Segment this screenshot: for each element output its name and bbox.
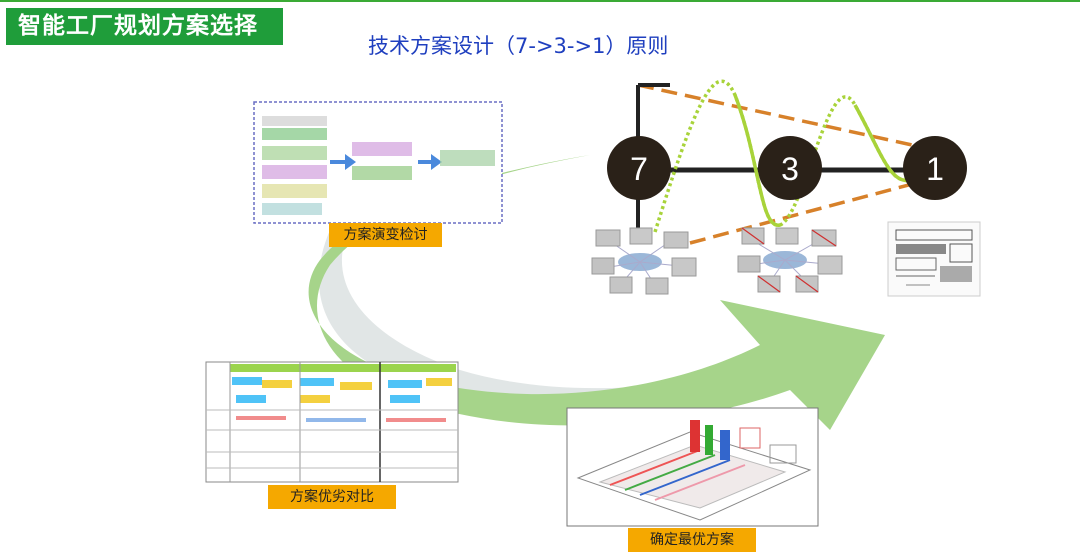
principle-subtitle: 技术方案设计（7->3->1）原则 xyxy=(368,34,669,58)
seven-options-cluster xyxy=(591,227,697,295)
node-1-label: 1 xyxy=(926,151,944,187)
node-1-circle xyxy=(903,136,967,200)
optimal-layout-panel xyxy=(566,407,819,527)
evolution-review-label: 方案演变检讨 xyxy=(329,223,442,247)
determine-optimal-label: 确定最优方案 xyxy=(628,528,756,552)
pros-cons-comparison-label: 方案优劣对比 xyxy=(268,485,396,509)
node-3-circle xyxy=(758,136,822,200)
comparison-table-panel xyxy=(205,361,459,483)
curved-arrow xyxy=(308,155,886,430)
green-wave-solid xyxy=(733,94,911,227)
top-divider-line xyxy=(0,0,1080,2)
green-wave-curve xyxy=(653,79,911,233)
three-options-cluster xyxy=(737,227,843,293)
node-7-label: 7 xyxy=(630,151,648,187)
node-7-circle xyxy=(607,136,671,200)
node-3-label: 3 xyxy=(781,151,799,187)
dashed-line-bottom xyxy=(689,176,936,245)
evolution-panel xyxy=(253,101,503,224)
final-layout-thumbnail xyxy=(887,221,981,297)
page-title: 智能工厂规划方案选择 xyxy=(6,8,283,45)
dashed-line-top xyxy=(637,83,936,152)
